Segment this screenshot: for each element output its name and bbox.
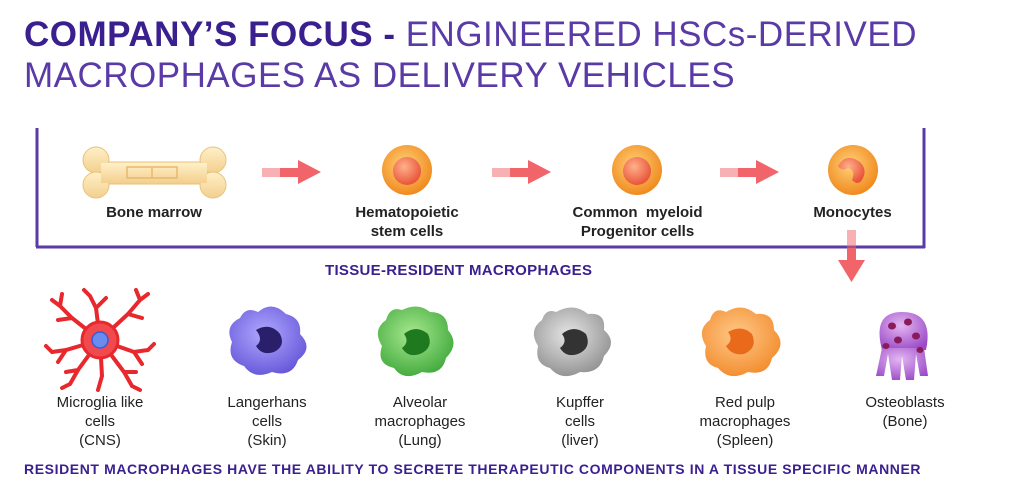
monocyte-cell-icon <box>828 145 878 195</box>
label-osteoblasts: Osteoblasts (Bone) <box>845 393 965 431</box>
title-light: ENGINEERED HSCs-DERIVED <box>395 15 918 54</box>
alveolar-icon <box>377 306 454 377</box>
redpulp-line2: macrophages <box>699 413 791 430</box>
title-bold: COMPANY’S FOCUS - <box>24 15 396 54</box>
bone-icon <box>82 146 227 199</box>
langerhans-icon <box>229 306 307 375</box>
pathway-frame <box>35 128 926 249</box>
microglia-icon <box>44 288 156 392</box>
title-line2: MACROPHAGES AS DELIVERY VEHICLES <box>24 56 736 95</box>
alveolar-line1: Alveolar <box>392 394 448 411</box>
cmp-cell-icon <box>612 145 662 195</box>
label-kupffer: Kupffer cells (liver) <box>515 393 645 450</box>
label-cmp: Common myeloid Progenitor cells <box>550 203 725 241</box>
langerhans-line2: cells <box>251 413 282 430</box>
osteoblast-line2: (Bone) <box>882 413 928 430</box>
label-redpulp: Red pulp macrophages (Spleen) <box>680 393 810 450</box>
label-bone-marrow: Bone marrow <box>84 203 224 222</box>
label-monocytes-text: Monocytes <box>813 204 892 221</box>
page-title: COMPANY’S FOCUS - ENGINEERED HSCs-DERIVE… <box>24 14 1004 96</box>
alveolar-line3: (Lung) <box>398 432 442 449</box>
label-hsc-line2: stem cells <box>370 223 444 240</box>
arrow-down-icon <box>838 230 865 282</box>
kupffer-line3: (liver) <box>561 432 599 449</box>
label-langerhans: Langerhans cells (Skin) <box>207 393 327 450</box>
redpulp-line1: Red pulp <box>714 394 776 411</box>
arrow-icon-1 <box>262 160 321 184</box>
microglia-line3: (CNS) <box>79 432 121 449</box>
label-hsc-line1: Hematopoietic <box>355 204 459 221</box>
microglia-line2: cells <box>84 413 115 430</box>
label-cmp-line1: Common myeloid <box>572 204 703 221</box>
hsc-cell-icon <box>382 145 432 195</box>
kupffer-icon <box>533 307 611 377</box>
label-alveolar: Alveolar macrophages (Lung) <box>355 393 485 450</box>
label-cmp-line2: Progenitor cells <box>580 223 695 240</box>
arrow-icon-2 <box>492 160 551 184</box>
arrow-icon-3 <box>720 160 779 184</box>
label-monocytes: Monocytes <box>790 203 915 222</box>
microglia-line1: Microglia like <box>56 394 144 411</box>
label-hsc: Hematopoietic stem cells <box>322 203 492 241</box>
redpulp-line3: (Spleen) <box>716 432 774 449</box>
label-bone-marrow-text: Bone marrow <box>106 204 202 221</box>
alveolar-line2: macrophages <box>374 413 466 430</box>
section-header: TISSUE-RESIDENT MACROPHAGES <box>325 262 593 279</box>
osteoblast-icon <box>876 312 928 380</box>
langerhans-line1: Langerhans <box>227 394 307 411</box>
kupffer-line2: cells <box>564 413 595 430</box>
redpulp-icon <box>701 307 781 377</box>
kupffer-line1: Kupffer <box>555 394 605 411</box>
footer-statement: RESIDENT MACROPHAGES HAVE THE ABILITY TO… <box>24 461 922 477</box>
langerhans-line3: (Skin) <box>247 432 287 449</box>
osteoblast-line1: Osteoblasts <box>865 394 945 411</box>
label-microglia: Microglia like cells (CNS) <box>40 393 160 450</box>
